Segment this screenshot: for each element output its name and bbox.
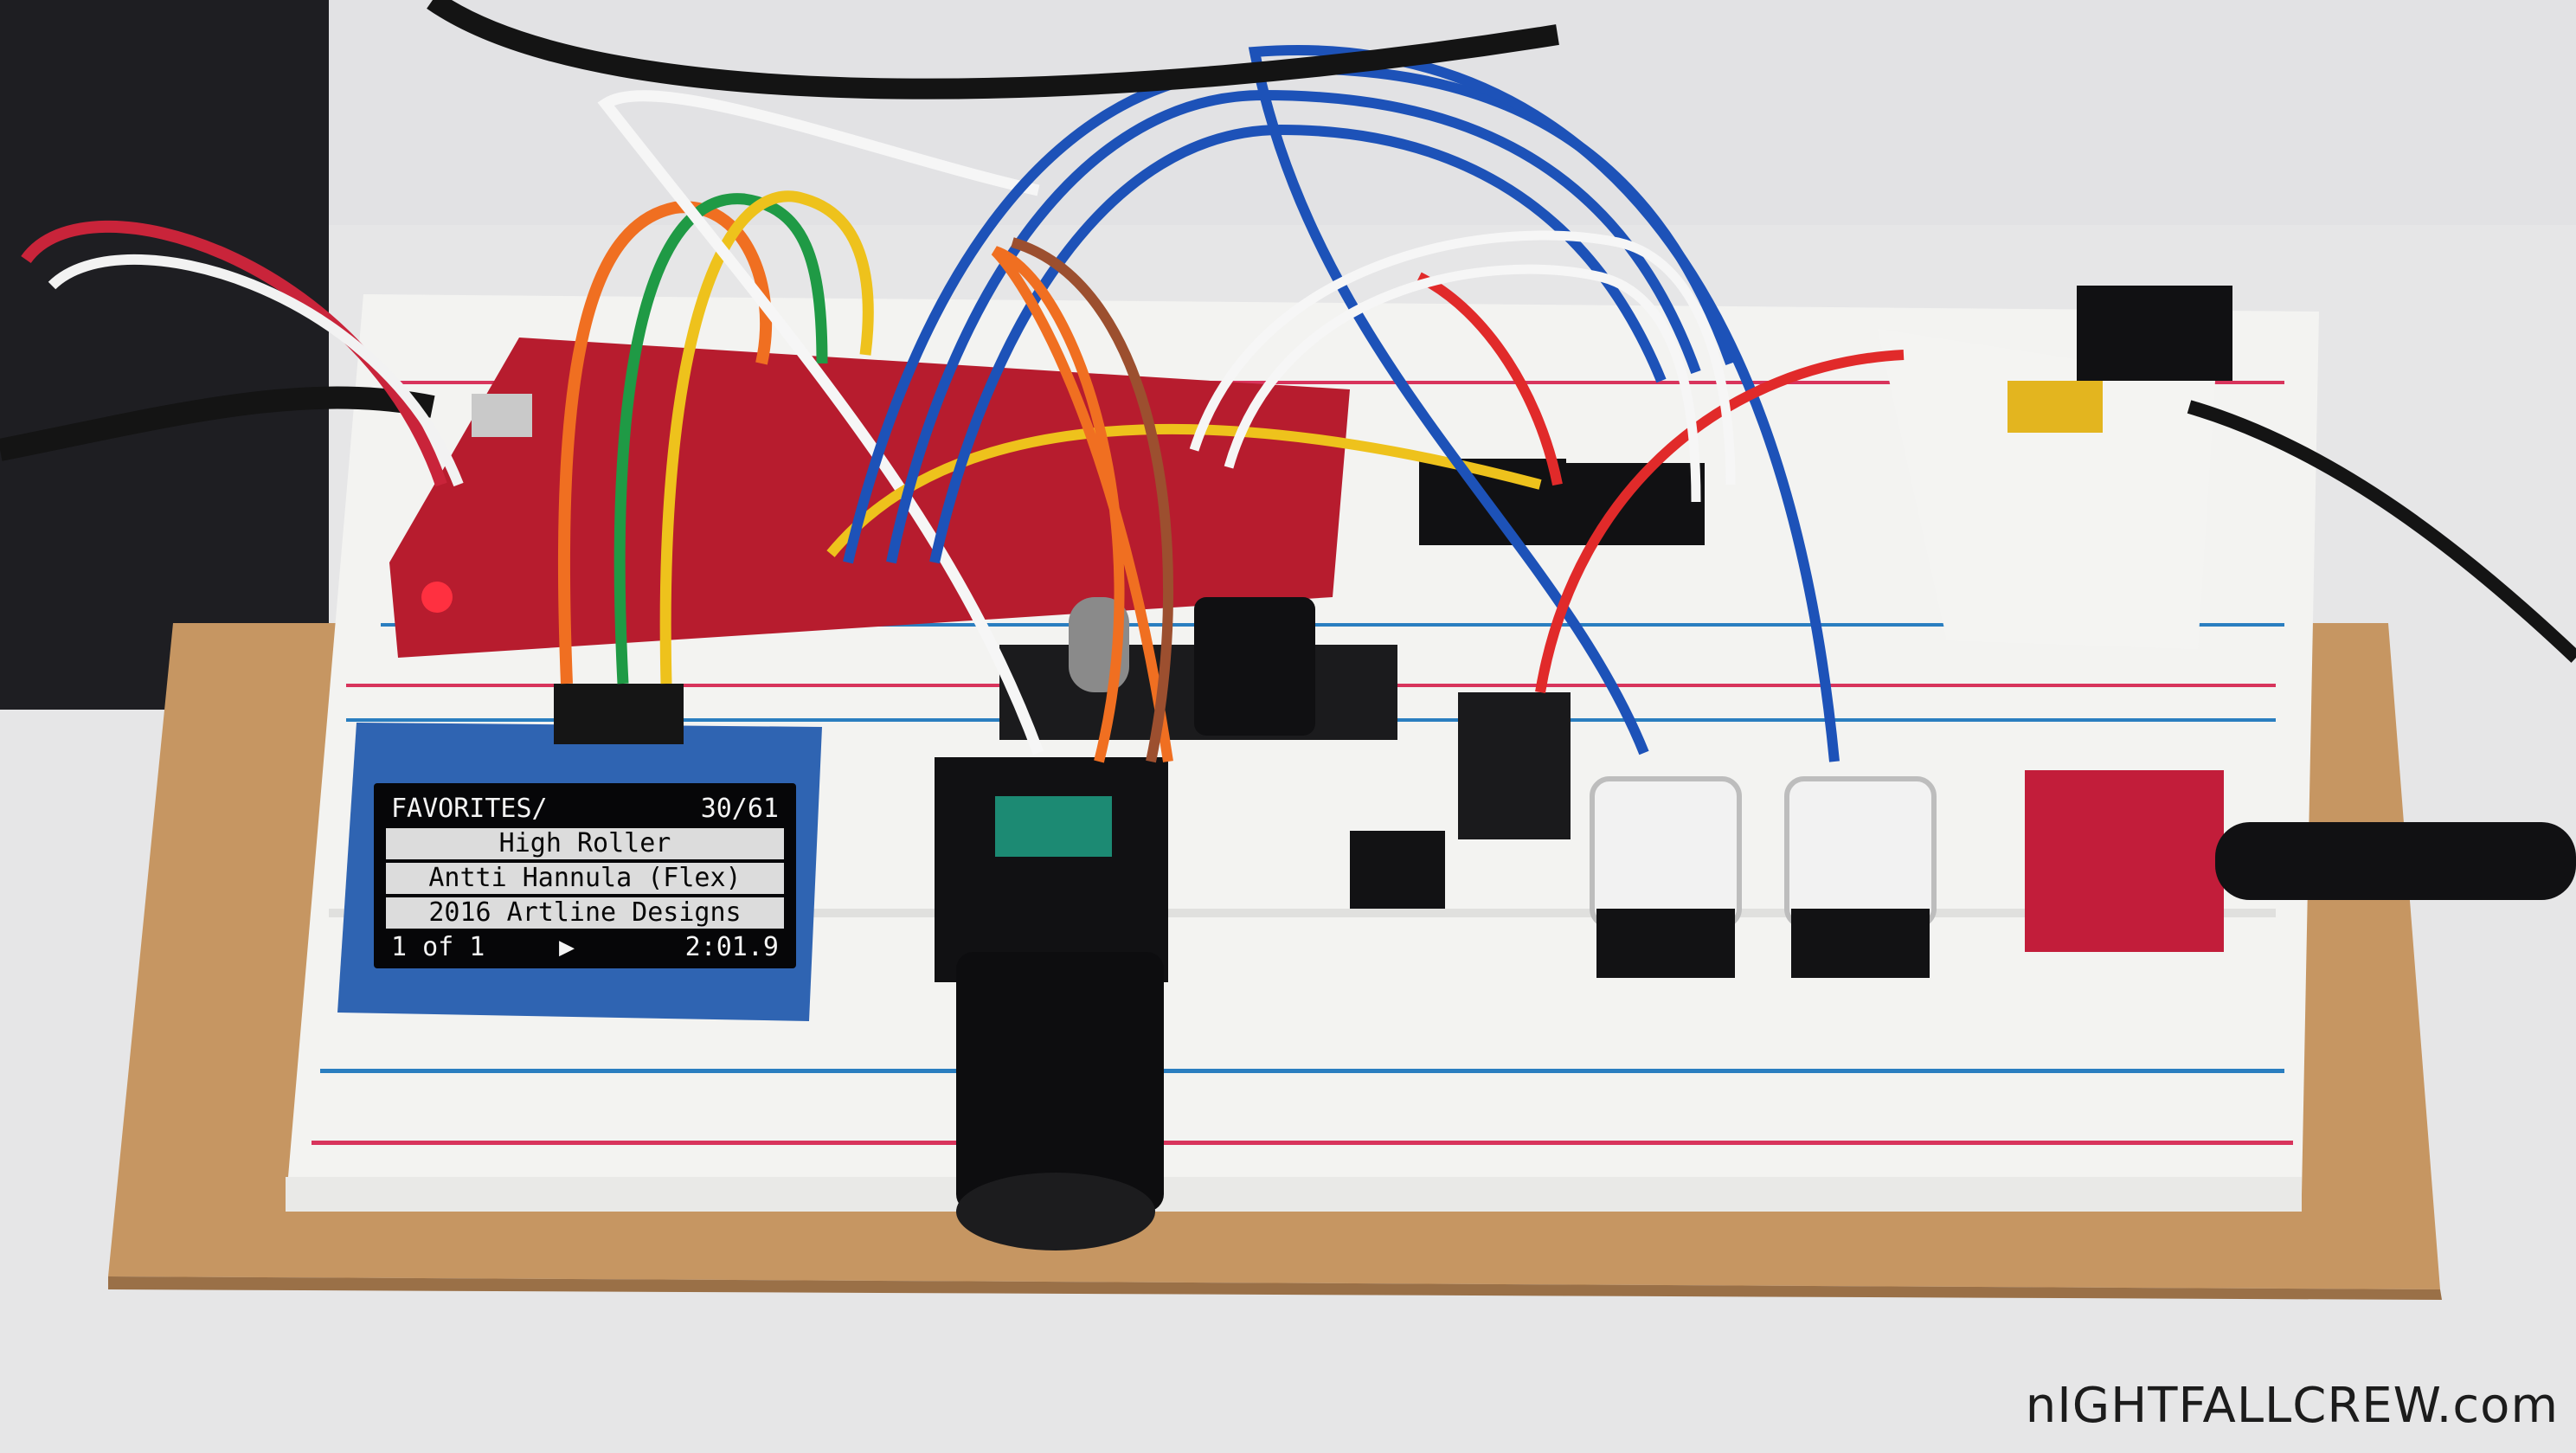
oled-track-title: High Roller (386, 828, 784, 859)
breadboard-top-rail-red (381, 381, 2284, 384)
dip-chip-right (1566, 463, 1705, 545)
power-supply-module (1878, 329, 2215, 649)
wire-brown (1011, 237, 1173, 763)
wire-orange (558, 201, 773, 685)
dark-background-left (0, 0, 329, 710)
oled-path: FAVORITES/ (391, 794, 548, 824)
usb-connector (472, 394, 532, 437)
breadboard-bottom-rail-red (312, 1141, 2293, 1145)
oled-header-row: FAVORITES/ 30/61 (386, 794, 784, 825)
yellow-jumper-header (2007, 381, 2103, 433)
inductor (1194, 597, 1315, 736)
wire-white-left-cable (48, 254, 464, 487)
encoder-pins (995, 796, 1112, 857)
wire-white-bundle-1 (1189, 230, 1736, 485)
encoder-knob-cap (956, 1173, 1155, 1250)
wire-white-long (597, 90, 1044, 755)
watermark: nIGHTFALLCREW.com (2025, 1378, 2559, 1434)
oled-page: 1 of 1 (391, 932, 485, 962)
oled-header-pins (554, 684, 684, 744)
audio-jack-breakout (2025, 770, 2224, 952)
play-icon: ▶ (559, 932, 575, 962)
push-button-left-base (1596, 909, 1735, 978)
wire-cable-right (2187, 400, 2576, 663)
encoder-knob-body (956, 952, 1164, 1212)
wire-orange-encoder (991, 246, 1173, 763)
wire-red-left-cable (21, 220, 447, 487)
push-button-right (1784, 776, 1937, 929)
wire-red-top (1416, 272, 1563, 486)
desk-top-edge (329, 0, 2576, 225)
wire-cable-left (0, 386, 435, 461)
small-ic (1350, 831, 1445, 909)
oled-track-author: Antti Hannula (Flex) (386, 863, 784, 894)
oled-screen: FAVORITES/ 30/61 High Roller Antti Hannu… (374, 783, 796, 968)
breadboard-center-channel (329, 909, 2276, 917)
oled-time: 2:01.9 (684, 932, 779, 962)
wire-green (613, 193, 828, 685)
audio-cable-plug (2215, 822, 2576, 900)
wire-yellow-long (826, 423, 1542, 557)
wire-cable-top (427, 0, 1559, 100)
wire-red-regulator (1535, 350, 1905, 693)
wire-blue-long (1248, 45, 1840, 762)
wire-white-bundle-2 (1224, 264, 1701, 503)
oled-count: 30/61 (700, 794, 779, 824)
breadboard-lower-edge (286, 1177, 2302, 1212)
breadboard-bottom-rail-blue (320, 1069, 2284, 1073)
cardboard-shadow (108, 1276, 2442, 1300)
voltage-regulator (1458, 692, 1571, 839)
push-button-right-base (1791, 909, 1930, 978)
power-led (421, 582, 453, 613)
oled-track-year: 2016 Artline Designs (386, 897, 784, 929)
barrel-jack (2077, 286, 2232, 381)
rotary-encoder-board (935, 757, 1168, 982)
oled-status-row: 1 of 1 ▶ 2:01.9 (386, 932, 784, 963)
wire-yellow (659, 190, 874, 685)
breadboard-top-rail-blue (381, 623, 2284, 627)
push-button-left (1590, 776, 1742, 929)
